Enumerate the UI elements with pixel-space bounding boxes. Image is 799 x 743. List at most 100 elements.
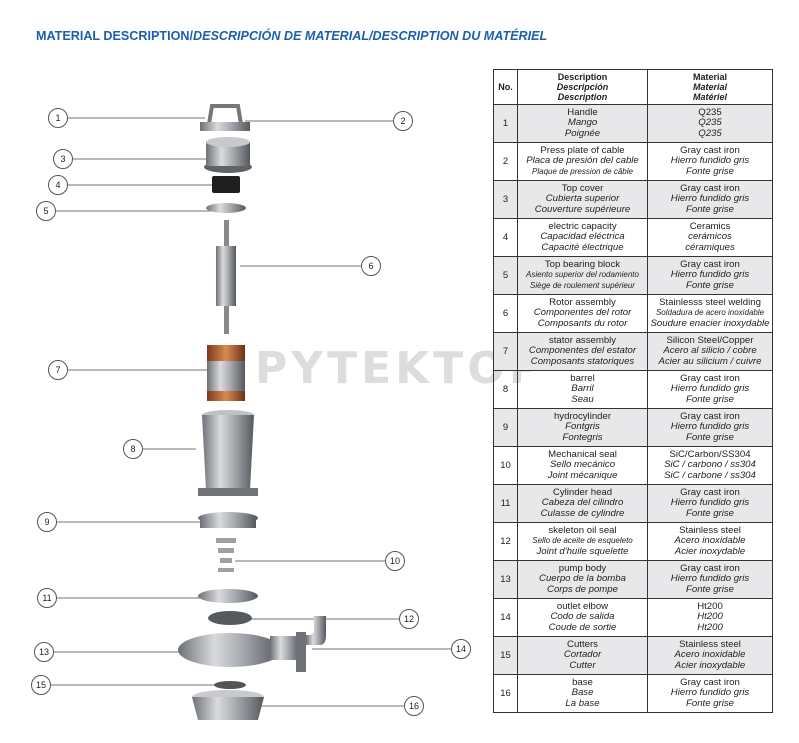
callout-3: 3 xyxy=(53,149,73,169)
desc-line-3: Composants du rotor xyxy=(537,317,628,329)
desc-line-1: Top cover xyxy=(561,182,604,194)
material-line-2: Hierro fundido gris xyxy=(670,193,750,205)
material-line-2: cerámicos xyxy=(688,231,732,243)
desc-line-3: Poignée xyxy=(564,127,601,139)
material-line-3: Ht200 xyxy=(697,621,723,633)
barrel-part xyxy=(198,410,258,496)
material-line-1: Q235 xyxy=(698,106,722,118)
material-line-3: Q235 xyxy=(698,127,722,139)
header-description: Description Descripción Description xyxy=(517,69,648,105)
material-line-1: Gray cast iron xyxy=(680,486,740,498)
desc-line-3: Seau xyxy=(571,393,594,405)
callout-9: 9 xyxy=(37,512,57,532)
material-line-3: Fonte grise xyxy=(686,583,734,595)
desc-line-3: Couverture supérieure xyxy=(534,203,631,215)
pump-body-part xyxy=(178,633,300,667)
row-number: 6 xyxy=(493,294,518,333)
row-number: 3 xyxy=(493,180,518,219)
material-line-2: Hierro fundido gris xyxy=(670,155,750,167)
row-number: 8 xyxy=(493,370,518,409)
material-line-3: Fonte grise xyxy=(686,165,734,177)
hydrocylinder-part xyxy=(198,512,258,528)
desc-line-1: Cutters xyxy=(567,638,598,650)
outlet-elbow-part xyxy=(296,616,326,672)
desc-line-2: Mango xyxy=(567,117,598,129)
desc-line-1: skeleton oil seal xyxy=(548,524,617,536)
row-number: 5 xyxy=(493,256,518,295)
material-line-2: Hierro fundido gris xyxy=(670,269,750,281)
desc-line-1: stator assembly xyxy=(548,334,617,346)
callout-16: 16 xyxy=(404,696,424,716)
callout-8: 8 xyxy=(123,439,143,459)
material-line-2: Acero inoxidable xyxy=(674,535,746,547)
material-line-2: Hierro fundido gris xyxy=(670,383,750,395)
desc-line-1: pump body xyxy=(558,562,607,574)
desc-line-1: Rotor assembly xyxy=(549,296,616,308)
desc-line-3: Coude de sortie xyxy=(548,621,617,633)
material-line-1: Stainless steel xyxy=(679,524,741,536)
row-number: 13 xyxy=(493,560,518,599)
material-line-1: Ceramics xyxy=(689,220,731,232)
row-number: 10 xyxy=(493,446,518,485)
row-number: 1 xyxy=(493,104,518,143)
desc-line-2: Capacidad eléctrica xyxy=(540,231,625,243)
material-line-1: Gray cast iron xyxy=(680,372,740,384)
material-line-3: Fonte grise xyxy=(686,507,734,519)
desc-line-3: Capacité électrique xyxy=(541,241,624,253)
material-line-1: SiC/Carbon/SS304 xyxy=(669,448,751,460)
material-line-2: Hierro fundido gris xyxy=(670,687,750,699)
desc-line-3: Composants statoriques xyxy=(530,355,635,367)
desc-line-3: La base xyxy=(565,697,600,709)
material-table: No. Description Descripción Description … xyxy=(493,69,773,713)
header-no: No. xyxy=(493,69,518,105)
material-line-3: Fonte grise xyxy=(686,203,734,215)
leader-lines xyxy=(49,117,452,707)
material-line-3: Fonte grise xyxy=(686,697,734,709)
desc-line-1: Top bearing block xyxy=(544,258,621,270)
material-line-2: Acero inoxidable xyxy=(674,649,746,661)
callout-6: 6 xyxy=(361,256,381,276)
row-number: 11 xyxy=(493,484,518,523)
page-title: MATERIAL DESCRIPTION/DESCRIPCIÓN DE MATE… xyxy=(36,29,547,43)
material-line-2: Q235 xyxy=(698,117,722,129)
material-line-2: Hierro fundido gris xyxy=(670,573,750,585)
seal-parts xyxy=(216,538,236,572)
desc-line-2: Barril xyxy=(571,383,594,395)
title-rest: DESCRIPCIÓN DE MATERIAL/DESCRIPTION DU M… xyxy=(192,29,548,43)
row-number: 15 xyxy=(493,636,518,675)
callout-2: 2 xyxy=(393,111,413,131)
material-line-2: Hierro fundido gris xyxy=(670,497,750,509)
callout-15: 15 xyxy=(31,675,51,695)
handle-part xyxy=(200,104,250,131)
callout-5: 5 xyxy=(36,201,56,221)
row-number: 12 xyxy=(493,522,518,561)
table-header: No. Description Descripción Description … xyxy=(493,69,773,105)
desc-line-2: Componentes del rotor xyxy=(533,307,632,319)
row-number: 16 xyxy=(493,674,518,713)
material-line-2: Soldadura de acero inoxidable xyxy=(655,308,765,318)
